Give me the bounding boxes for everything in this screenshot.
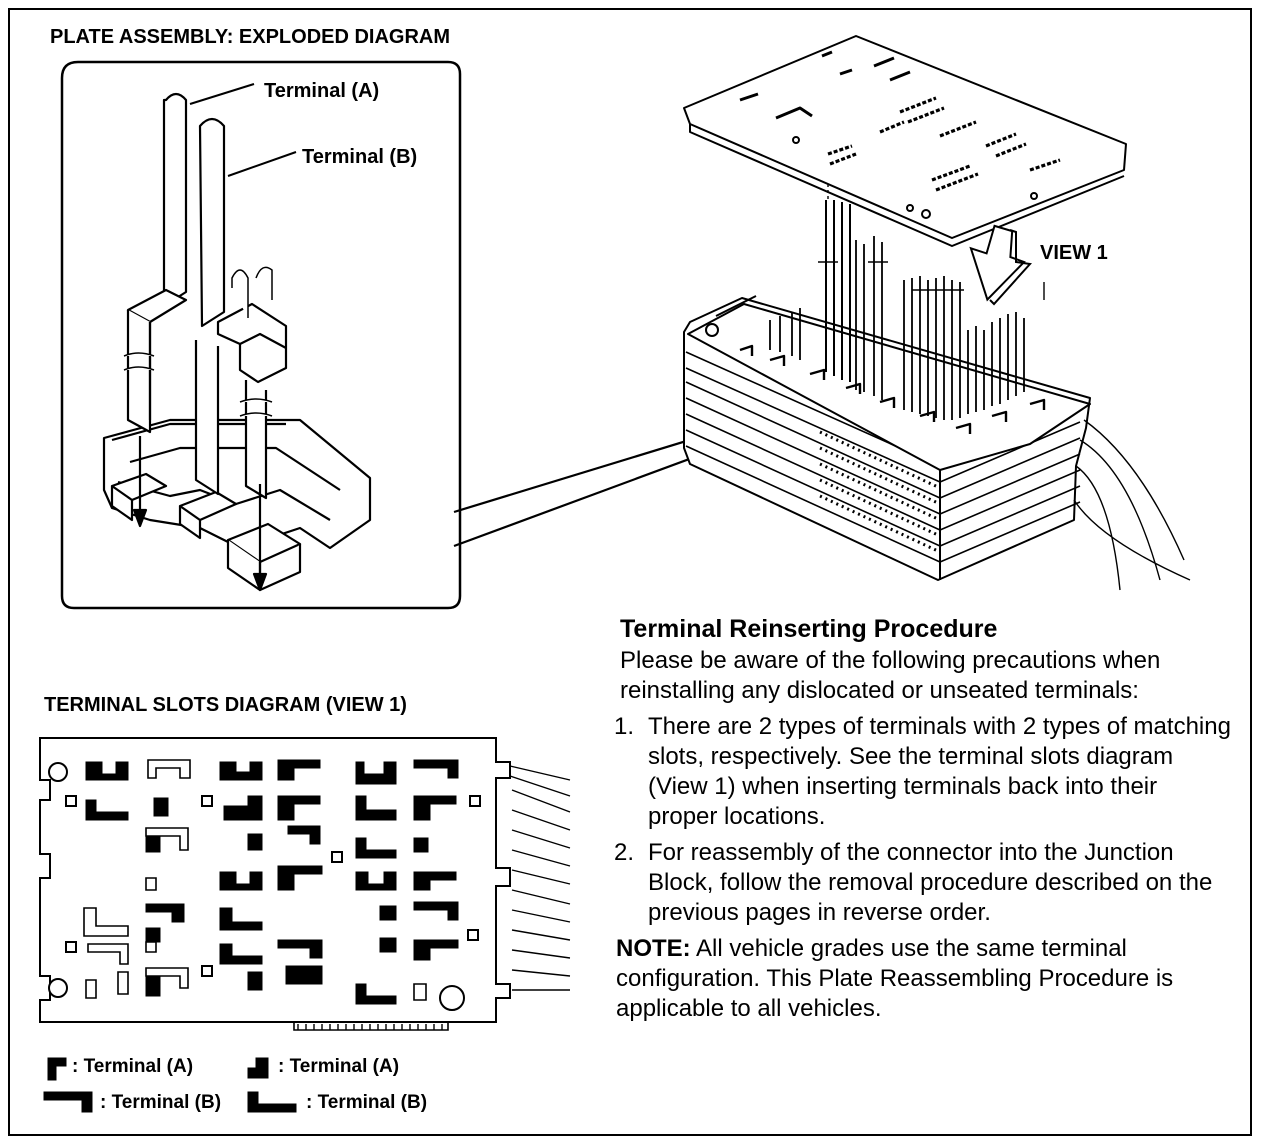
legend-icon-terminal-a-1 bbox=[47, 1057, 67, 1081]
legend-terminal-b-2: : Terminal (B) bbox=[306, 1092, 428, 1113]
terminal-a-callout: Terminal (A) bbox=[264, 80, 380, 102]
note-label: NOTE: bbox=[616, 935, 691, 962]
note-text: All vehicle grades use the same terminal… bbox=[616, 935, 1174, 1022]
legend-icon-terminal-b-2 bbox=[247, 1091, 297, 1113]
view-arrow bbox=[969, 224, 1045, 306]
slots-diagram-title: TERMINAL SLOTS DIAGRAM (VIEW 1) bbox=[44, 694, 407, 716]
view-1-label: VIEW 1 bbox=[1040, 242, 1108, 264]
exploded-diagram-title: PLATE ASSEMBLY: EXPLODED DIAGRAM bbox=[50, 26, 451, 48]
legend-icon-terminal-b-1 bbox=[43, 1091, 93, 1113]
legend-icon-terminal-a-2 bbox=[247, 1057, 269, 1079]
slot-shapes-filled bbox=[85, 759, 459, 1005]
top-plate bbox=[683, 35, 1127, 247]
procedure-note: NOTE: All vehicle grades use the same te… bbox=[616, 934, 1232, 1024]
legend-terminal-a-2: : Terminal (A) bbox=[278, 1056, 400, 1077]
diagram-frame bbox=[8, 8, 1252, 1136]
step-text: For reassembly of the connector into the… bbox=[648, 839, 1213, 926]
legend-icons bbox=[43, 1057, 297, 1113]
terminal-illustration bbox=[102, 92, 372, 592]
callout-leaders bbox=[189, 83, 297, 177]
slot-shapes-outline bbox=[83, 759, 427, 1001]
procedure-steps: 1. There are 2 types of terminals with 2 … bbox=[612, 712, 1232, 928]
step-number: 2. bbox=[614, 839, 635, 866]
legend-terminal-a-1: : Terminal (A) bbox=[72, 1056, 194, 1077]
junction-block-illustration bbox=[683, 200, 1191, 591]
procedure-step: 1. There are 2 types of terminals with 2 … bbox=[612, 712, 1232, 832]
step-text: There are 2 types of terminals with 2 ty… bbox=[648, 713, 1231, 830]
terminal-b-callout: Terminal (B) bbox=[302, 146, 418, 168]
procedure-section: Terminal Reinserting Procedure Please be… bbox=[612, 614, 1232, 1024]
procedure-intro: Please be aware of the following precaut… bbox=[620, 647, 1161, 704]
slots-board bbox=[39, 737, 571, 1031]
procedure-heading: Terminal Reinserting Procedure bbox=[620, 615, 998, 643]
legend-terminal-b-1: : Terminal (B) bbox=[100, 1092, 222, 1113]
procedure-step: 2. For reassembly of the connector into t… bbox=[612, 838, 1232, 928]
exploded-detail-panel bbox=[60, 60, 462, 610]
step-number: 1. bbox=[614, 713, 635, 740]
